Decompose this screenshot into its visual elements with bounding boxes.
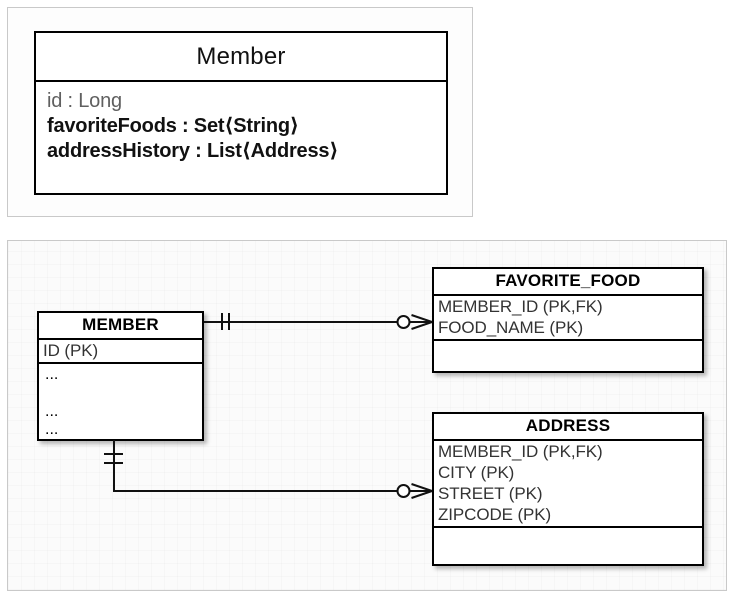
cardinality-one-tick bbox=[104, 453, 123, 455]
erd-entity-member: MEMBER ID (PK) ... ... ... bbox=[37, 311, 204, 441]
uml-class-panel: Member id : Long favoriteFoods : Set⟨Str… bbox=[7, 7, 473, 217]
erd-attribute-list: MEMBER_ID (PK,FK) FOOD_NAME (PK) bbox=[434, 296, 702, 341]
erd-attribute-list: ID (PK) bbox=[39, 340, 202, 364]
erd-attribute-placeholder: ... bbox=[45, 366, 59, 383]
erd-attribute-placeholder: ... bbox=[45, 421, 59, 438]
cardinality-one-tick bbox=[228, 313, 230, 330]
erd-panel: MEMBER ID (PK) ... ... ... FAVORITE_FOOD… bbox=[7, 240, 727, 591]
erd-entity-favorite-food: FAVORITE_FOOD MEMBER_ID (PK,FK) FOOD_NAM… bbox=[432, 267, 704, 373]
uml-attribute-row: addressHistory : List⟨Address⟩ bbox=[47, 140, 339, 162]
uml-attribute-row: id : Long bbox=[47, 90, 122, 112]
relationship-line-member-address-horizontal bbox=[113, 490, 404, 492]
relationship-line-member-favorite-food bbox=[204, 321, 404, 323]
erd-attribute: MEMBER_ID (PK,FK) bbox=[438, 442, 603, 461]
erd-attribute: ID (PK) bbox=[43, 341, 99, 360]
uml-attribute-row: favoriteFoods : Set⟨String⟩ bbox=[47, 115, 299, 137]
cardinality-zero-or-many-icon bbox=[396, 307, 436, 337]
uml-class-name: Member bbox=[36, 33, 446, 82]
erd-extra-attribute-list: ... ... ... bbox=[39, 364, 202, 440]
cardinality-one-tick bbox=[104, 462, 123, 464]
erd-entity-address: ADDRESS MEMBER_ID (PK,FK) CITY (PK) STRE… bbox=[432, 412, 704, 566]
erd-attribute-list: MEMBER_ID (PK,FK) CITY (PK) STREET (PK) … bbox=[434, 441, 702, 528]
uml-class-box-member: Member id : Long favoriteFoods : Set⟨Str… bbox=[34, 31, 448, 195]
erd-attribute: CITY (PK) bbox=[438, 463, 515, 482]
erd-entity-footer bbox=[434, 341, 702, 363]
cardinality-zero-or-many-icon bbox=[396, 476, 436, 506]
erd-entity-title: MEMBER bbox=[39, 313, 202, 340]
erd-entity-footer bbox=[434, 528, 702, 550]
uml-attribute-list: id : Long favoriteFoods : Set⟨String⟩ ad… bbox=[36, 82, 446, 164]
erd-attribute-placeholder: ... bbox=[45, 403, 59, 420]
erd-attribute: FOOD_NAME (PK) bbox=[438, 318, 584, 337]
erd-entity-title: ADDRESS bbox=[434, 414, 702, 441]
erd-attribute: STREET (PK) bbox=[438, 484, 543, 503]
erd-attribute: MEMBER_ID (PK,FK) bbox=[438, 297, 603, 316]
erd-attribute: ZIPCODE (PK) bbox=[438, 505, 552, 524]
erd-entity-title: FAVORITE_FOOD bbox=[434, 269, 702, 296]
cardinality-one-tick bbox=[221, 313, 223, 330]
relationship-line-member-address-vertical bbox=[113, 440, 115, 491]
